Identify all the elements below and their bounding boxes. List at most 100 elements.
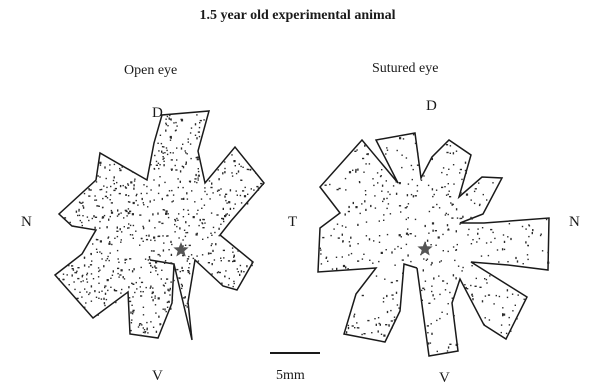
cell-dot bbox=[150, 265, 151, 266]
cell-dot bbox=[387, 150, 388, 151]
cell-dot bbox=[211, 243, 212, 244]
cell-dot bbox=[375, 207, 376, 208]
cell-dot bbox=[204, 222, 205, 223]
cell-dot bbox=[413, 195, 414, 197]
cell-dot bbox=[146, 186, 147, 187]
cell-dot bbox=[106, 226, 107, 228]
cell-dot bbox=[94, 195, 95, 196]
cell-dot bbox=[498, 261, 499, 262]
cell-dot bbox=[176, 147, 177, 148]
cell-dot bbox=[507, 297, 508, 298]
cell-dot bbox=[101, 298, 102, 299]
cell-dot bbox=[176, 269, 178, 270]
cell-dot bbox=[89, 292, 90, 293]
cell-dot bbox=[165, 260, 166, 261]
cell-dot bbox=[413, 169, 414, 170]
cell-dot bbox=[417, 165, 419, 166]
cell-dot bbox=[147, 332, 148, 333]
cell-dot bbox=[399, 137, 401, 139]
cell-dot bbox=[120, 169, 121, 170]
cell-dot bbox=[119, 193, 121, 194]
cell-dot bbox=[386, 208, 387, 209]
cell-dot bbox=[167, 195, 168, 196]
cell-dot bbox=[100, 164, 101, 165]
cell-dot bbox=[59, 278, 60, 280]
cell-dot bbox=[219, 235, 220, 236]
cell-dot bbox=[98, 175, 99, 176]
cell-dot bbox=[208, 262, 210, 263]
cell-dot bbox=[381, 175, 382, 176]
cell-dot bbox=[110, 252, 111, 253]
cell-dot bbox=[133, 188, 134, 190]
cell-dot bbox=[174, 268, 175, 269]
cell-dot bbox=[320, 248, 321, 249]
cell-dot bbox=[105, 260, 106, 261]
cell-dot bbox=[159, 323, 160, 325]
cell-dot bbox=[211, 245, 212, 246]
cell-dot bbox=[142, 198, 143, 200]
cell-dot bbox=[182, 187, 183, 188]
cell-dot bbox=[438, 236, 440, 238]
cell-dot bbox=[121, 239, 122, 240]
cell-dot bbox=[155, 261, 157, 263]
cell-dot bbox=[402, 273, 403, 274]
cell-dot bbox=[475, 286, 477, 287]
cell-dot bbox=[115, 188, 117, 189]
cell-dot bbox=[450, 202, 451, 203]
cell-dot bbox=[488, 294, 490, 295]
cell-dot bbox=[471, 243, 472, 244]
cell-dot bbox=[198, 225, 199, 226]
cell-dot bbox=[131, 305, 132, 306]
cell-dot bbox=[82, 215, 83, 216]
cell-dot bbox=[204, 191, 205, 192]
cell-dot bbox=[441, 260, 442, 261]
cell-dot bbox=[407, 254, 408, 256]
cell-dot bbox=[128, 286, 129, 288]
cell-dot bbox=[91, 260, 92, 261]
cell-dot bbox=[475, 188, 477, 189]
cell-dot bbox=[380, 324, 381, 326]
cell-dot bbox=[448, 214, 449, 215]
cell-dot bbox=[228, 260, 230, 261]
cell-dot bbox=[127, 183, 128, 184]
cell-dot bbox=[91, 273, 92, 274]
cell-dot bbox=[173, 152, 174, 153]
cell-dot bbox=[199, 136, 200, 137]
cell-dot bbox=[109, 241, 110, 242]
cell-dot bbox=[94, 200, 95, 201]
cell-dot bbox=[187, 270, 189, 271]
cell-dot bbox=[86, 278, 87, 279]
cell-dot bbox=[163, 164, 164, 166]
cell-dot bbox=[240, 166, 241, 167]
cell-dot bbox=[182, 239, 183, 240]
cell-dot bbox=[130, 234, 131, 235]
cell-dot bbox=[218, 228, 219, 230]
cell-dot bbox=[427, 240, 428, 242]
cell-dot bbox=[225, 194, 227, 195]
cell-dot bbox=[166, 147, 167, 148]
cell-dot bbox=[148, 235, 149, 237]
cell-dot bbox=[151, 250, 152, 251]
cell-dot bbox=[185, 152, 186, 153]
cell-dot bbox=[492, 232, 493, 233]
cell-dot bbox=[96, 249, 97, 250]
cell-dot bbox=[183, 198, 184, 200]
cell-dot bbox=[112, 275, 113, 276]
cell-dot bbox=[116, 231, 118, 232]
cell-dot bbox=[163, 309, 164, 310]
cell-dot bbox=[104, 305, 105, 306]
cell-dot bbox=[107, 279, 109, 281]
cell-dot bbox=[155, 295, 156, 296]
cell-dot bbox=[181, 119, 183, 121]
cell-dot bbox=[178, 187, 179, 188]
cell-dot bbox=[185, 305, 186, 306]
cell-dot bbox=[490, 229, 492, 230]
cell-dot bbox=[234, 283, 235, 284]
cell-dot bbox=[73, 225, 74, 226]
cell-dot bbox=[128, 208, 129, 209]
cell-dot bbox=[401, 236, 402, 237]
cell-dot bbox=[484, 324, 485, 325]
cell-dot bbox=[125, 259, 126, 261]
cell-dot bbox=[211, 183, 212, 185]
cell-dot bbox=[379, 242, 380, 243]
